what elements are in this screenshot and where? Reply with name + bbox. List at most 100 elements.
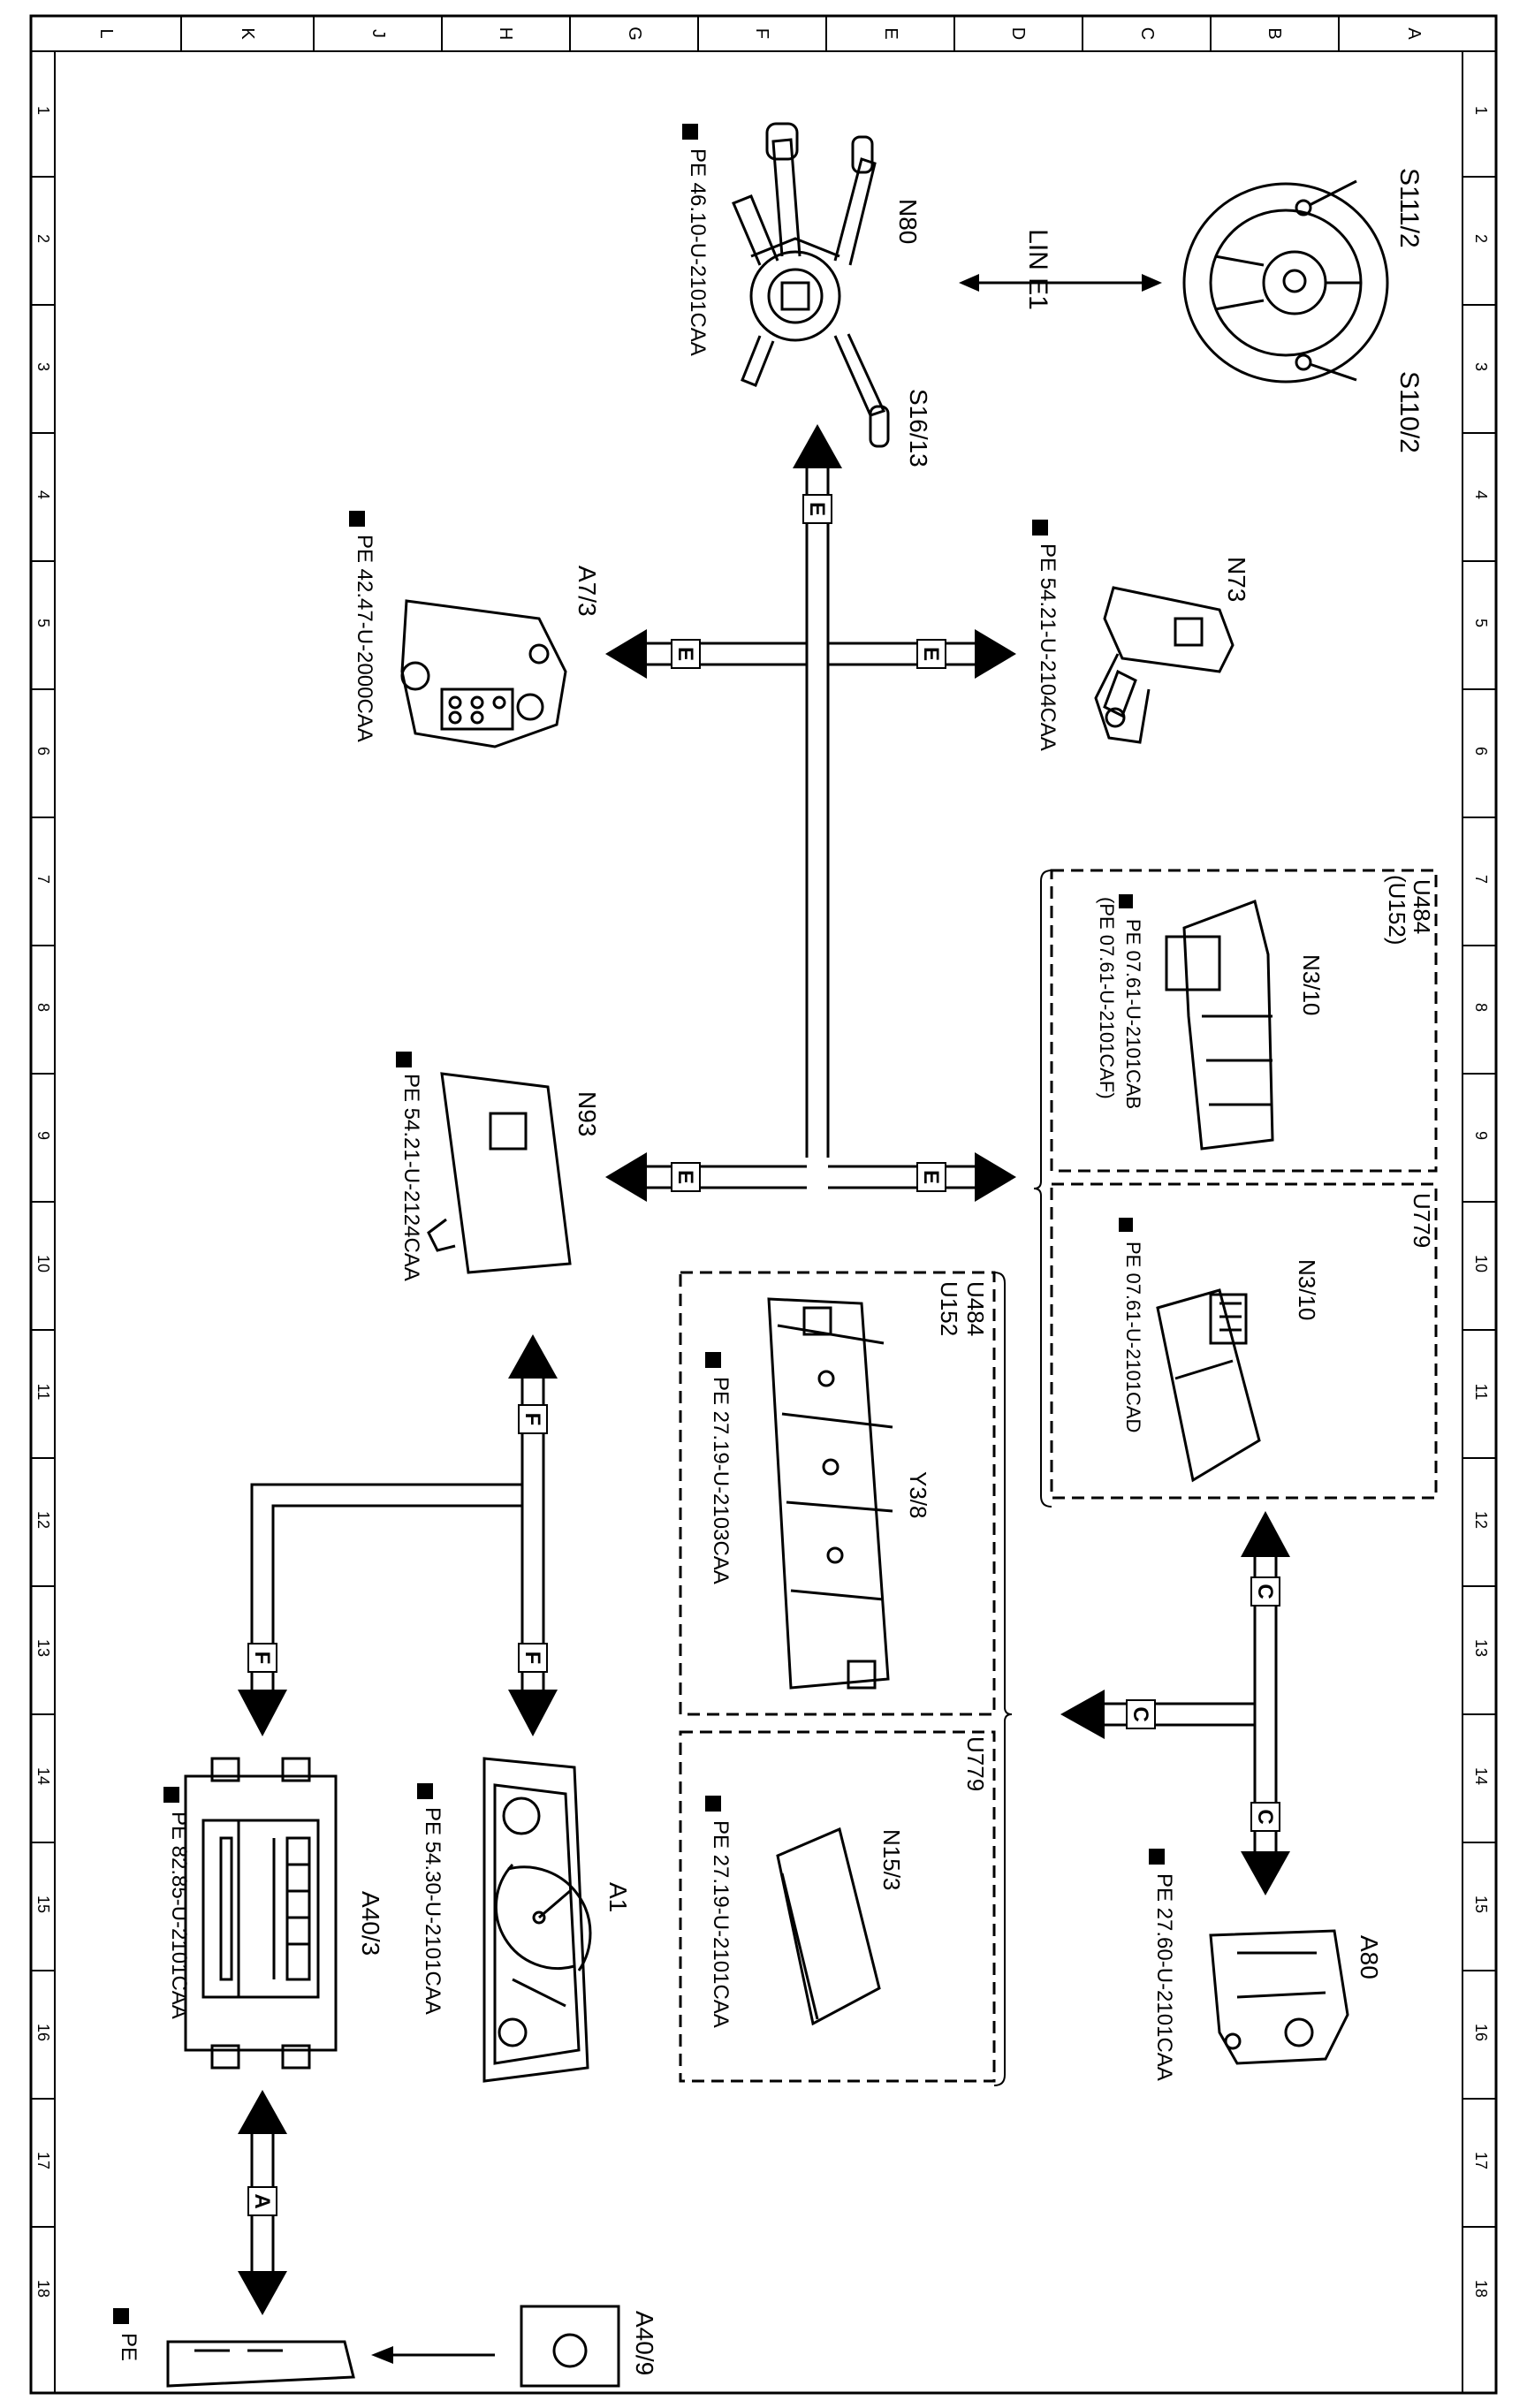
label: 7 [1472, 875, 1490, 884]
column-label: H [496, 27, 515, 40]
label: E [919, 1170, 943, 1184]
steering-wheel-icon [1182, 179, 1389, 384]
component-code: S16/13 [905, 389, 932, 467]
component-code: A40/9 [631, 2311, 658, 2375]
drawing-frame [29, 14, 1498, 2395]
column-label: A [1404, 27, 1424, 40]
bus-tag-c: C [1126, 1699, 1156, 1729]
label: 17 [1472, 2152, 1490, 2169]
bus-tag-e: E [916, 1162, 946, 1192]
label: 3 [34, 362, 52, 371]
label: E [673, 647, 697, 661]
column-label: D [1008, 27, 1028, 40]
label: E [805, 502, 829, 516]
group-braces [993, 870, 1052, 2086]
doc-ref-icon [682, 124, 698, 140]
label: 4 [34, 490, 52, 499]
bus-tag-f: F [247, 1643, 277, 1673]
label: 2 [34, 234, 52, 243]
component-code: S111/2 [1394, 168, 1424, 248]
ignition-switch-icon [1094, 586, 1235, 744]
column-label: F [752, 28, 771, 39]
gear-selector-module-icon [1209, 1929, 1349, 2065]
label: 6 [1472, 747, 1490, 756]
label: 8 [1472, 1003, 1490, 1012]
group-label: U484 [962, 1281, 989, 1336]
component-ref: PE 27.19-U-2103CAA [709, 1377, 733, 1584]
group-label: (U152) [1384, 875, 1410, 945]
doc-ref-icon [1032, 520, 1048, 536]
component-ref: PE 82.85-U-2101CAA [167, 1812, 191, 2019]
column-label: L [96, 28, 116, 38]
component-ref: PE 54.21-U-2124CAA [399, 1074, 423, 1281]
column-label: E [881, 27, 900, 39]
component-ref: PE 46.10-U-2101CAA [686, 148, 710, 356]
doc-ref-icon [705, 1796, 721, 1812]
bus-tag-f: F [518, 1643, 548, 1673]
label: F [250, 1652, 274, 1665]
row-ruler [31, 176, 1496, 2228]
label: 18 [1472, 2280, 1490, 2298]
label: 17 [34, 2152, 52, 2169]
transmission-control-unit-icon [776, 1827, 881, 2026]
label: F [520, 1652, 544, 1665]
doc-ref-icon [349, 511, 365, 527]
bus-tag-f: F [518, 1404, 548, 1434]
component-code: A7/3 [574, 566, 601, 617]
label: F [520, 1413, 544, 1426]
component-ref: PE 27.19-U-2101CAA [709, 1820, 733, 2028]
instrument-cluster-icon [482, 1757, 592, 2083]
doc-ref-icon [163, 1787, 179, 1803]
bus-tag-e: E [671, 1162, 701, 1192]
bus-tags: E E E E E F F F C C C A [247, 494, 1280, 2216]
engine-control-unit-icon [1165, 900, 1274, 1151]
label: C [1253, 1584, 1277, 1599]
label: 6 [34, 747, 52, 756]
bus-tag-a: A [247, 2186, 277, 2216]
label: 9 [1472, 1131, 1490, 1140]
doc-ref-icon [1119, 894, 1133, 908]
component-code: N3/10 [1294, 1259, 1320, 1320]
component-code: N93 [574, 1091, 601, 1136]
label: 10 [34, 1255, 52, 1272]
bus-tag-c: C [1250, 1576, 1280, 1607]
component-code: A1 [604, 1882, 632, 1912]
component-ref: PE 07.61-U-2101CAD [1122, 1242, 1144, 1432]
arrowheads [238, 274, 1290, 2364]
component-ref: PE 27.60-U-2101CAA [1152, 1873, 1176, 2081]
bus-tag-e: E [671, 639, 701, 669]
label: 12 [1472, 1511, 1490, 1529]
label: 12 [34, 1511, 52, 1529]
column-ruler [180, 16, 1340, 51]
column-label: C [1137, 27, 1157, 40]
label: 1 [1472, 106, 1490, 115]
label: 13 [1472, 1639, 1490, 1657]
component-code: N73 [1223, 557, 1250, 602]
label: 15 [34, 1895, 52, 1913]
label: 1 [34, 106, 52, 115]
label: 4 [1472, 490, 1490, 499]
bus-tag-e: E [916, 639, 946, 669]
column-label: G [625, 27, 644, 41]
component-ref: PE 54.30-U-2101CAA [421, 1807, 444, 2015]
group-label: U484 [1409, 879, 1435, 934]
label: 9 [34, 1131, 52, 1140]
column-label: K [238, 27, 257, 40]
label: 15 [1472, 1895, 1490, 1913]
doc-ref-icon [113, 2308, 129, 2324]
control-module-icon [427, 1072, 572, 1274]
label: 2 [1472, 234, 1490, 243]
label: 3 [1472, 362, 1490, 371]
component-ref: (PE 07.61-U-2101CAF) [1096, 897, 1118, 1099]
doc-ref-icon [705, 1352, 721, 1368]
label: 14 [34, 1767, 52, 1785]
engine-control-unit-icon [1156, 1288, 1261, 1483]
group-label: U779 [1409, 1193, 1435, 1248]
label: 8 [34, 1003, 52, 1012]
doc-ref-icon [1149, 1849, 1165, 1865]
component-code: N15/3 [878, 1829, 905, 1890]
group-label: U779 [962, 1736, 989, 1791]
doc-ref-icon [396, 1052, 412, 1067]
doc-ref-icon [1119, 1218, 1133, 1232]
